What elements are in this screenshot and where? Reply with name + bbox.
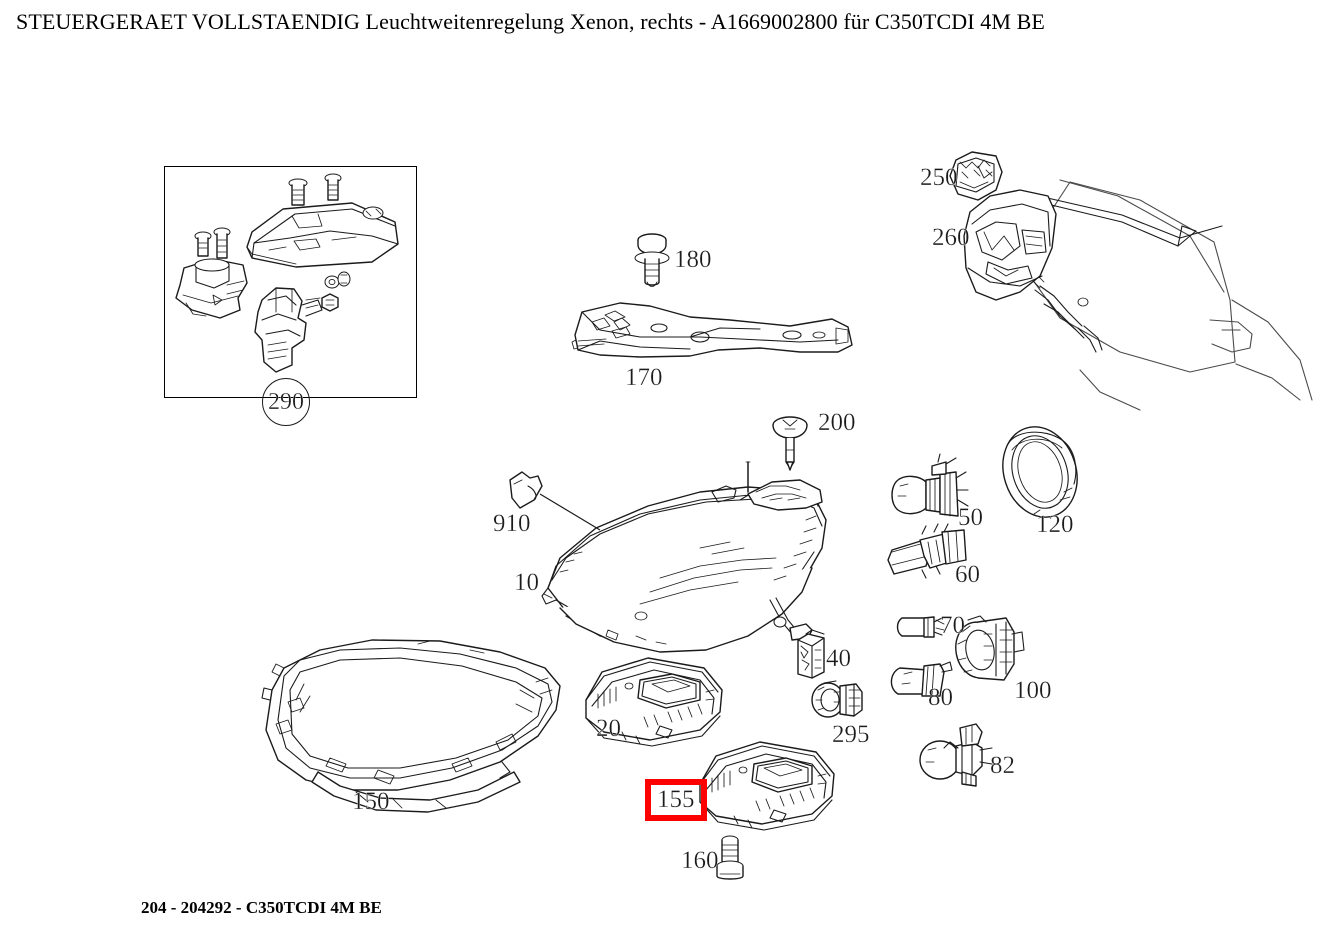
inset-nut [321, 293, 339, 312]
callout-180[interactable]: 180 [674, 246, 712, 273]
inset-screw-c [194, 231, 212, 257]
callout-20[interactable]: 20 [596, 715, 621, 742]
part-70-wedge-bulb [896, 616, 945, 638]
callout-910[interactable]: 910 [493, 510, 531, 537]
inset-detail-frame [164, 166, 417, 398]
part-295-motor [811, 680, 863, 718]
callout-295[interactable]: 295 [832, 721, 870, 748]
part-10-headlamp [541, 461, 827, 653]
callout-70[interactable]: 70 [940, 612, 965, 639]
part-155-control-unit [699, 741, 835, 831]
part-80-indicator-bulb [890, 661, 953, 697]
callout-120[interactable]: 120 [1036, 511, 1074, 538]
callout-250[interactable]: 250 [920, 164, 958, 191]
part-82-socket [919, 723, 993, 787]
callout-40[interactable]: 40 [826, 645, 851, 672]
callout-10[interactable]: 10 [514, 569, 539, 596]
inset-washer-b [337, 271, 351, 287]
car-body-cowl [949, 151, 1313, 411]
inset-screw-b [324, 173, 342, 201]
inset-bracket-middle [254, 287, 323, 373]
footer-caption: 204 - 204292 - C350TCDI 4M BE [141, 898, 382, 917]
part-40-clip [797, 629, 825, 679]
inset-cover-plate [246, 202, 399, 268]
callout-82[interactable]: 82 [990, 752, 1015, 779]
part-250-control-unit [949, 151, 1003, 201]
inset-screw-a [288, 178, 308, 206]
callout-290[interactable]: 290 [262, 378, 310, 426]
inset-detail-group [175, 173, 399, 373]
part-120-sealing-ring [1002, 426, 1078, 518]
part-160-screw [716, 835, 744, 880]
callout-100[interactable]: 100 [1014, 677, 1052, 704]
page-title: STEUERGERAET VOLLSTAENDIG Leuchtweitenre… [16, 9, 1045, 34]
part-910-connector [509, 471, 601, 531]
part-20-ballast-upper [585, 657, 723, 747]
callout-160[interactable]: 160 [681, 847, 719, 874]
part-50-xenon-bulb [891, 453, 969, 517]
part-150-lens-frame [261, 639, 561, 813]
part-180-clip [634, 233, 670, 287]
part-60-halogen-bulb [887, 523, 967, 579]
callout-200[interactable]: 200 [818, 409, 856, 436]
callout-50[interactable]: 50 [958, 504, 983, 531]
callout-260[interactable]: 260 [932, 224, 970, 251]
callout-80[interactable]: 80 [928, 684, 953, 711]
part-200-rivet [772, 416, 808, 471]
callout-170[interactable]: 170 [625, 364, 663, 391]
inset-housing-left [175, 258, 248, 319]
part-100-holder [955, 615, 1025, 681]
inset-screw-d [213, 227, 231, 259]
callout-155-highlighted[interactable]: 155 [645, 779, 707, 821]
callout-150[interactable]: 150 [352, 788, 390, 815]
part-170-bracket [571, 302, 853, 358]
callout-60[interactable]: 60 [955, 561, 980, 588]
